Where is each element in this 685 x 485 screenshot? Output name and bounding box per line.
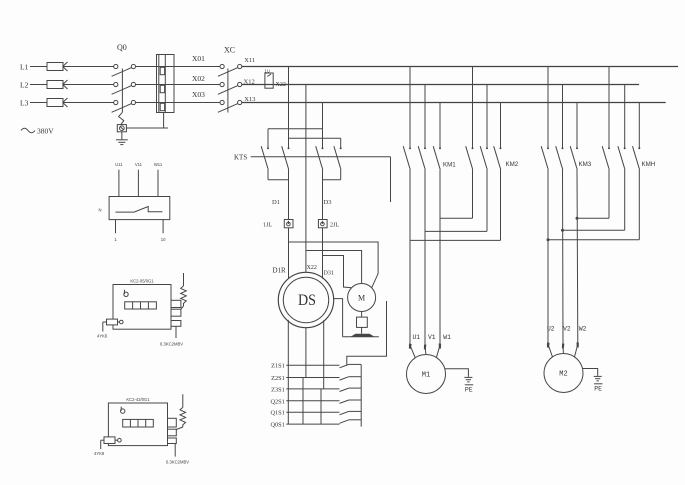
svg-text:V1: V1	[428, 334, 436, 341]
svg-text:L3: L3	[20, 99, 29, 108]
svg-text:Z3S1: Z3S1	[271, 386, 285, 393]
svg-text:6.3KC2MBV: 6.3KC2MBV	[160, 342, 183, 347]
svg-text:D1: D1	[272, 199, 280, 206]
svg-text:W11: W11	[154, 162, 163, 167]
svg-text:KC2-42/0G1: KC2-42/0G1	[126, 397, 150, 402]
svg-text:XC: XC	[224, 46, 235, 55]
svg-text:KMH: KMH	[642, 161, 656, 168]
svg-text:Q0: Q0	[117, 43, 127, 52]
svg-text:380V: 380V	[37, 127, 54, 136]
svg-text:X22: X22	[307, 265, 317, 271]
svg-text:X11: X11	[244, 57, 255, 64]
svg-text:N: N	[99, 208, 102, 213]
svg-text:Q0S1: Q0S1	[270, 422, 284, 429]
svg-text:DS: DS	[298, 292, 316, 309]
svg-text:6.3KC2MBV: 6.3KC2MBV	[166, 460, 189, 465]
svg-text:KC2-05/0G1: KC2-05/0G1	[130, 279, 154, 284]
svg-text:M2: M2	[559, 371, 567, 379]
svg-text:PE: PE	[594, 386, 602, 393]
svg-text:1: 1	[114, 237, 117, 242]
svg-text:D3: D3	[324, 199, 332, 206]
svg-text:U2: U2	[547, 325, 555, 332]
svg-text:M1: M1	[422, 372, 430, 380]
svg-text:4YK8: 4YK8	[97, 334, 108, 339]
svg-text:2JL: 2JL	[330, 223, 339, 229]
svg-text:KM1: KM1	[443, 162, 456, 169]
svg-text:D31: D31	[324, 271, 334, 277]
svg-text:KTS: KTS	[234, 154, 247, 162]
svg-text:M: M	[358, 294, 365, 303]
svg-text:1JL: 1JL	[263, 223, 272, 229]
svg-text:X12: X12	[244, 79, 255, 86]
svg-text:L2: L2	[20, 81, 29, 90]
svg-text:V11: V11	[135, 162, 143, 167]
svg-text:KM2: KM2	[506, 161, 519, 168]
svg-text:Q1S1: Q1S1	[270, 410, 284, 417]
svg-text:Q2S1: Q2S1	[270, 398, 284, 405]
svg-text:U1: U1	[413, 334, 421, 341]
svg-text:X02: X02	[192, 74, 205, 83]
svg-text:1U: 1U	[265, 69, 270, 74]
svg-text:D1R: D1R	[273, 267, 287, 275]
svg-text:10: 10	[161, 237, 166, 242]
svg-text:V2: V2	[563, 325, 571, 332]
svg-text:U11: U11	[115, 162, 123, 167]
svg-text:X01: X01	[192, 54, 205, 63]
svg-text:4YK8: 4YK8	[94, 451, 105, 456]
svg-text:W2: W2	[579, 325, 587, 332]
svg-text:W1: W1	[443, 334, 451, 341]
svg-text:X22: X22	[276, 82, 286, 88]
svg-text:L1: L1	[20, 63, 29, 72]
svg-text:PE: PE	[465, 387, 473, 394]
svg-text:X13: X13	[244, 96, 255, 103]
svg-text:Z1S1: Z1S1	[271, 363, 285, 370]
svg-text:Z2S1: Z2S1	[271, 375, 285, 382]
svg-text:X03: X03	[192, 90, 205, 99]
svg-text:KM3: KM3	[579, 161, 592, 168]
